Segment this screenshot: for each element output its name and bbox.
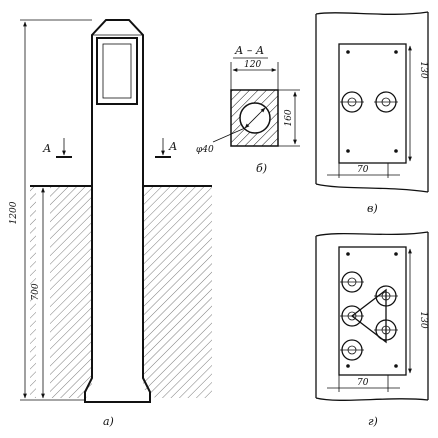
ground-hatch-right bbox=[143, 186, 212, 398]
panel-v: 130 70 в) bbox=[315, 11, 429, 215]
terminal-g-1 bbox=[340, 271, 364, 293]
window-inner bbox=[102, 43, 132, 99]
panel-b: А – А 120 φ40 160 б) bbox=[196, 44, 300, 175]
dim-g-width: 70 bbox=[357, 378, 369, 388]
section-title: А – А bbox=[234, 44, 264, 57]
caption-b: б) bbox=[256, 162, 267, 175]
terminal-v-1 bbox=[340, 91, 364, 113]
caption-a: а) bbox=[103, 415, 114, 428]
section-label-left: А bbox=[42, 142, 51, 155]
panel-g-plate bbox=[338, 246, 407, 376]
caption-g: г) bbox=[368, 415, 378, 428]
panel-v-outline bbox=[315, 11, 429, 193]
dim-v-width: 70 bbox=[357, 165, 369, 175]
window-outer bbox=[96, 37, 138, 105]
section-label-right: А bbox=[168, 140, 177, 153]
dim-buried-depth: 700 bbox=[31, 283, 41, 300]
terminal-v-2 bbox=[374, 91, 398, 113]
caption-v: в) bbox=[367, 202, 378, 215]
panel-a: А А 1200 700 а) bbox=[9, 19, 212, 428]
jumper-link bbox=[350, 288, 387, 344]
panel-g-outline bbox=[315, 231, 429, 401]
terminal-g-2 bbox=[340, 305, 364, 327]
dim-b-width: 120 bbox=[244, 60, 261, 70]
panel-v-plate bbox=[338, 43, 407, 164]
dim-v-height: 130 bbox=[418, 61, 428, 78]
terminal-g-5 bbox=[374, 319, 398, 341]
dim-b-hole: φ40 bbox=[196, 145, 214, 155]
dim-b-height: 160 bbox=[284, 109, 294, 126]
post-outline bbox=[84, 19, 151, 403]
terminal-g-3 bbox=[340, 339, 364, 361]
dim-g-height: 130 bbox=[418, 311, 428, 328]
panel-g: 130 70 г) bbox=[315, 231, 429, 428]
dim-total-height: 1200 bbox=[9, 201, 19, 224]
terminal-g-4 bbox=[374, 285, 398, 307]
